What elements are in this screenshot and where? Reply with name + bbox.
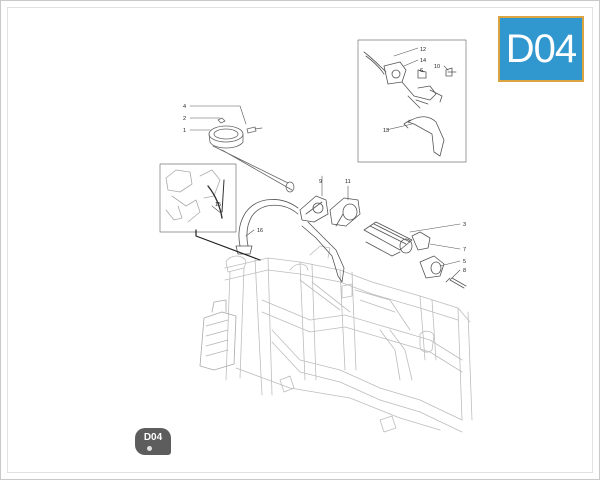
callout-16: 16 (257, 228, 263, 234)
callout-14: 14 (420, 58, 426, 64)
callout-4: 4 (183, 104, 186, 110)
page-tag-label: D04 (143, 432, 163, 443)
callout-2: 2 (183, 116, 186, 122)
handle-grip-assembly (363, 221, 467, 289)
page-tag: D04 (135, 428, 171, 455)
callout-9: 9 (319, 179, 322, 185)
callout-5: 5 (463, 259, 466, 265)
callout-leader-lines (189, 47, 461, 281)
inner-frame (7, 7, 593, 473)
callout-15: 15 (215, 202, 221, 208)
callout-1: 1 (183, 128, 186, 134)
callout-10: 10 (434, 64, 440, 70)
lever-assembly (235, 195, 361, 283)
callout-11: 11 (345, 179, 351, 185)
inset-detail-lever (357, 39, 467, 163)
page-tag-dot (147, 446, 152, 451)
clip-on-handlebar (208, 117, 295, 193)
callout-numbers: 4 2 1 9 11 3 7 5 8 16 15 12 14 6 10 13 (183, 47, 466, 274)
callout-7: 7 (463, 247, 466, 253)
frame-structure (199, 245, 473, 433)
inset-detail-hose (159, 163, 237, 233)
section-code-badge: D04 (498, 16, 584, 82)
callout-6: 6 (420, 68, 423, 74)
callout-8: 8 (463, 268, 466, 274)
callout-3: 3 (463, 222, 466, 228)
callout-13: 13 (383, 128, 389, 134)
callout-12: 12 (420, 47, 426, 53)
